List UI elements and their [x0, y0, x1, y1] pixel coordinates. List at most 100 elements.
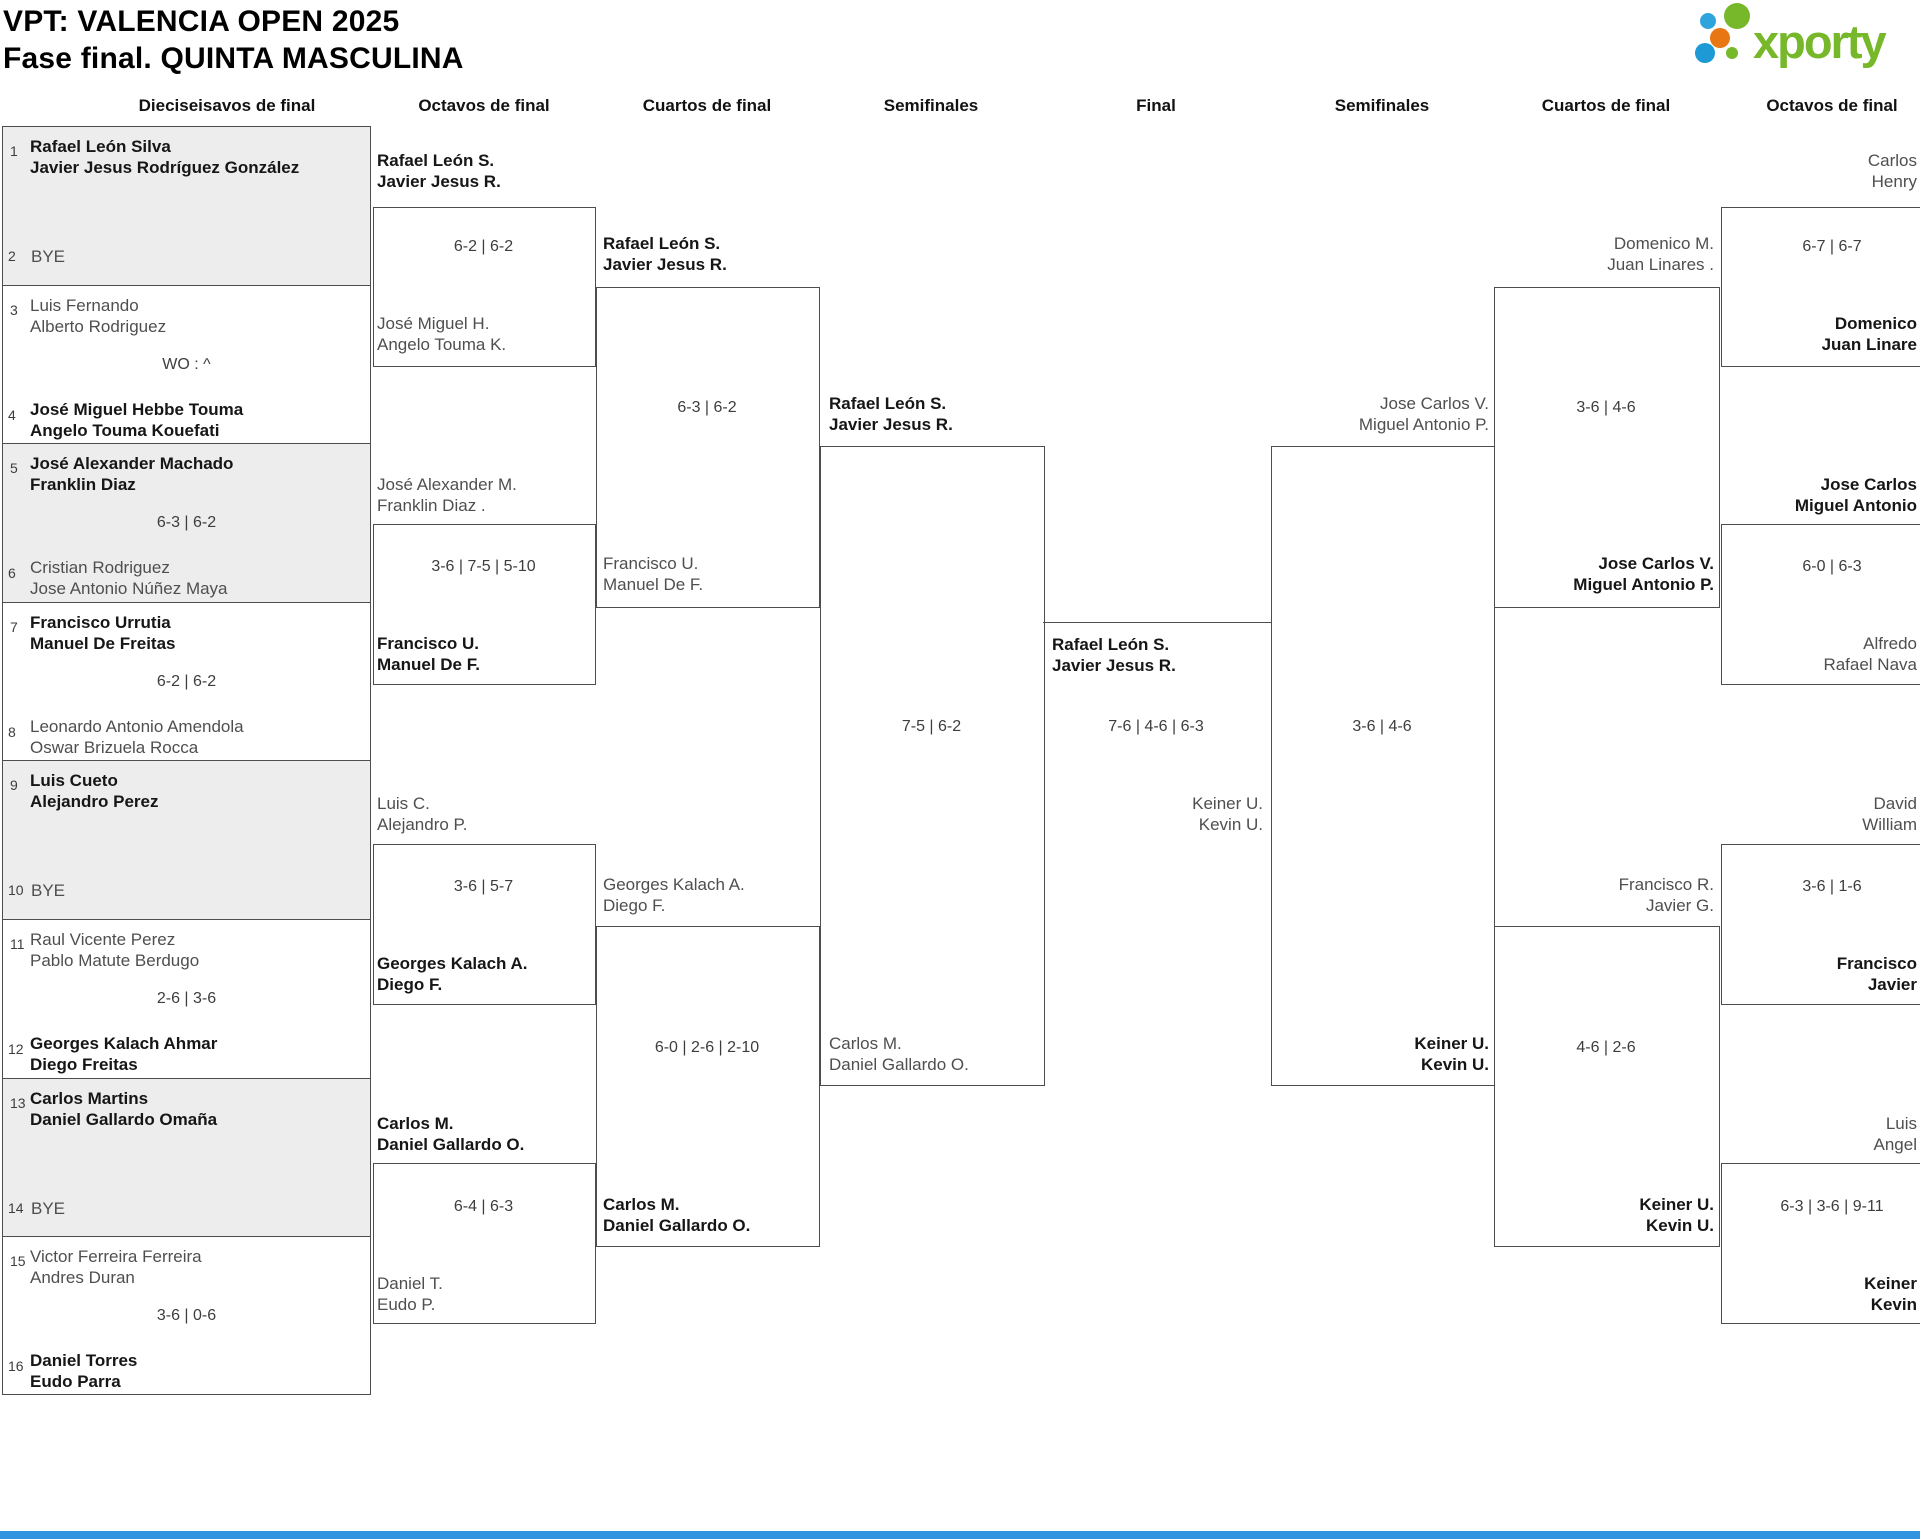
seed-number: 6: [8, 565, 16, 582]
match-score: 3-6 | 1-6: [1802, 878, 1862, 895]
team-name: Jose Carlos V.Miguel Antonio P.: [1494, 553, 1714, 595]
team-name: José Miguel H.Angelo Touma K.: [377, 313, 506, 355]
player-name: Francisco: [1836, 954, 1917, 973]
team-name: Jose Carlos V.Miguel Antonio P.: [1271, 393, 1489, 435]
team-name: Keiner U.Kevin U.: [1494, 1194, 1714, 1236]
player-name: Jose Antonio Núñez Maya: [30, 579, 228, 599]
round-header-r16-right: Octavos de final: [1766, 96, 1898, 115]
team-name: Keiner U.Kevin U.: [1044, 793, 1263, 835]
player-name: Alejandro Perez: [30, 792, 159, 812]
match-box-qf-l2: [596, 926, 820, 1247]
page-subtitle: Fase final. QUINTA MASCULINA: [3, 42, 464, 75]
logo-dot-blue-large: [1695, 43, 1715, 63]
player-name: Diego F.: [603, 896, 666, 915]
team-name: Daniel T.Eudo P.: [377, 1273, 443, 1315]
player-name: Rafael León S.: [829, 394, 947, 413]
match-score: 3-6 | 5-7: [453, 878, 514, 895]
match-box-r16-l4: [373, 1163, 596, 1324]
match-box-r16-l2: [373, 524, 596, 685]
match-box-qf-r1: [1494, 287, 1720, 608]
seed-number: 16: [8, 1358, 24, 1375]
player-name: Francisco R.: [1618, 875, 1714, 894]
match-box-qf-l1: [596, 287, 820, 608]
seed-number: 2: [8, 248, 16, 264]
player-name: Andres Duran: [30, 1268, 135, 1288]
logo-dot-green-small: [1726, 47, 1738, 59]
team-name: Francisco U.Manuel De F.: [603, 553, 703, 595]
logo-dot-orange: [1710, 28, 1730, 48]
match-box-r16-r1: [1721, 207, 1920, 367]
player-name: Alfredo: [1863, 634, 1917, 653]
player-name: Keiner U.: [1192, 794, 1263, 813]
seed-number: 15: [10, 1253, 26, 1270]
match-score: 6-2 | 6-2: [156, 672, 217, 690]
player-name: Luis: [1885, 1114, 1917, 1133]
team-name: Luis C.Alejandro P.: [377, 793, 467, 835]
player-name: Rafael León S.: [377, 151, 495, 170]
player-name: Daniel Gallardo O.: [829, 1055, 969, 1074]
seed-number: 14: [8, 1199, 24, 1216]
player-name: Francisco U.: [377, 634, 480, 653]
player-name: Pablo Matute Berdugo: [30, 950, 200, 970]
match-score: 4-6 | 2-6: [1576, 1039, 1636, 1056]
team-name: Domenico M.Juan Linares .: [1494, 233, 1714, 275]
team-name: Rafael León S.Javier Jesus R.: [1052, 634, 1176, 676]
player-name: Carlos M.: [829, 1034, 902, 1053]
player-name: Alejandro P.: [377, 815, 468, 834]
team-name: José Alexander M.Franklin Diaz .: [377, 474, 517, 516]
player-name: Diego Freitas: [30, 1054, 138, 1074]
match-score: 3-6 | 7-5 | 5-10: [431, 558, 536, 575]
match-score: 7-6 | 4-6 | 6-3: [1108, 718, 1204, 735]
player-name: Leonardo Antonio Amendola: [30, 716, 244, 736]
seed-number: 4: [8, 406, 16, 423]
player-name: Daniel Torres: [30, 1351, 138, 1371]
player-name: Alberto Rodriguez: [30, 316, 167, 336]
player-name: Eudo Parra: [30, 1372, 121, 1392]
match-score: 6-3 | 6-2: [677, 399, 737, 416]
logo-dot-blue-small: [1700, 13, 1716, 29]
player-name: Keiner U.: [1414, 1034, 1489, 1053]
player-name: David: [1873, 794, 1917, 813]
player-name: Carlos M.: [377, 1114, 454, 1133]
player-name: Manuel De F.: [603, 575, 704, 594]
match-box-sf-left: [820, 446, 1045, 1086]
player-name: Luis Cueto: [30, 771, 118, 791]
match-box-r16-l1: [373, 207, 596, 367]
player-name: Juan Linares .: [1607, 255, 1714, 274]
team-name: Rafael León S.Javier Jesus R.: [377, 150, 501, 192]
seed-number: 9: [10, 777, 18, 794]
round-header-sf-left: Semifinales: [883, 96, 979, 115]
player-name: José Miguel H.: [377, 314, 490, 333]
seed-number: 3: [10, 301, 18, 318]
match-score: 6-3 | 3-6 | 9-11: [1780, 1198, 1884, 1215]
bottom-scrollbar[interactable]: [0, 1531, 1920, 1539]
bye-label: BYE: [31, 881, 66, 901]
player-name: Kevin U.: [1645, 1216, 1714, 1235]
player-name: Domenico: [1834, 314, 1917, 333]
team-name: Georges Kalach A.Diego F.: [377, 953, 528, 995]
match-score: 7-5 | 6-2: [901, 718, 962, 735]
player-name: Miguel Antonio P.: [1358, 415, 1489, 434]
round-header-qf-left: Cuartos de final: [642, 96, 772, 115]
player-name: Daniel Gallardo Omaña: [30, 1109, 218, 1129]
seed-number: 12: [8, 1040, 24, 1057]
walkover-note: WO : ^: [162, 355, 211, 373]
player-name: Javier Jesus Rodríguez González: [30, 158, 300, 177]
bye-label: BYE: [31, 247, 66, 266]
player-name: Francisco Urrutia: [30, 612, 171, 632]
player-name: Carlos Martins: [30, 1088, 149, 1108]
xporty-logo[interactable]: xporty: [1693, 1, 1918, 71]
